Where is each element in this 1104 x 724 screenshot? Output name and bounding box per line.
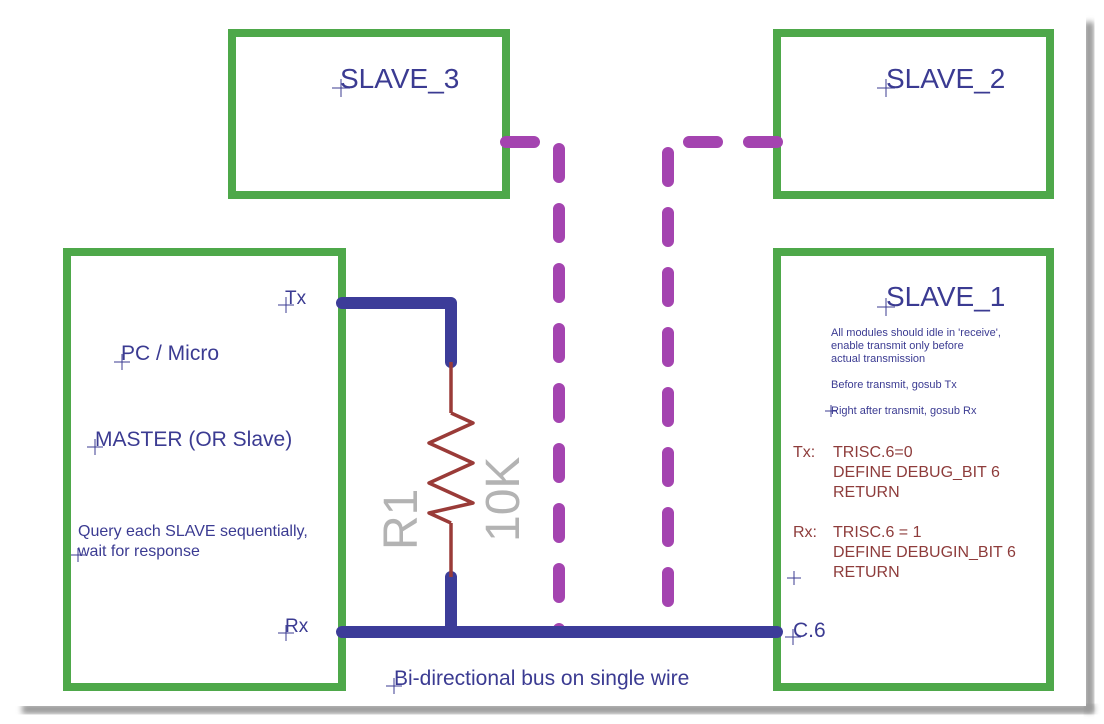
slave2-box <box>773 29 1054 199</box>
crosshair-icon <box>71 548 85 562</box>
crosshair-icon <box>825 405 837 417</box>
rx-routine-line-2: DEFINE DEBUGIN_BIT 6 <box>833 544 1016 561</box>
page-shadow-right <box>1084 22 1094 712</box>
slave2-title: SLAVE_2 <box>886 63 1005 94</box>
slave1-code: Tx: TRISC.6=0 DEFINE DEBUG_BIT 6 RETURN … <box>793 444 1016 581</box>
slave1-note-line-2: enable transmit only before <box>831 340 964 352</box>
slave1-pin-label: C.6 <box>793 619 826 642</box>
crosshair-icon <box>278 297 294 313</box>
crosshair-icon <box>278 625 294 641</box>
resistor-r1 <box>427 362 475 577</box>
resistor-value: 10K <box>477 457 530 542</box>
master-title: PC / Micro <box>121 342 219 365</box>
crosshair-icon <box>785 629 801 645</box>
bus-caption: Bi-directional bus on single wire <box>394 667 689 690</box>
tx-pin-label: Tx <box>285 288 307 309</box>
slave1-box <box>773 248 1054 691</box>
slave1-note-line-3: actual transmission <box>831 353 925 365</box>
master-role: MASTER (OR Slave) <box>95 428 292 451</box>
crosshair-icon <box>114 354 130 370</box>
slave3-title: SLAVE_3 <box>340 63 459 94</box>
slave1-after-tx: Right after transmit, gosub Rx <box>831 405 977 417</box>
crosshair-icon <box>877 298 895 316</box>
tx-wire <box>336 297 457 368</box>
bus-wires <box>336 297 783 638</box>
tx-routine-line-2: DEFINE DEBUG_BIT 6 <box>833 464 1000 481</box>
master-box <box>63 248 346 691</box>
slave1-before-tx: Before transmit, gosub Tx <box>831 379 957 391</box>
crosshair-icon <box>787 571 801 585</box>
master-query-line-2: wait for response <box>77 543 200 560</box>
tx-routine-line-1: TRISC.6=0 <box>833 444 913 461</box>
master-query-line-1: Query each SLAVE sequentially, <box>78 523 308 540</box>
resistor-zigzag <box>427 411 475 525</box>
slave1-note-line-1: All modules should idle in 'receive', <box>831 327 1001 339</box>
origin-markers <box>71 79 895 694</box>
page-shadow-bottom <box>22 704 1094 714</box>
slave3-link <box>500 136 565 638</box>
crosshair-icon <box>332 79 350 97</box>
slave2-link <box>662 136 783 638</box>
module-boxes <box>63 29 1054 691</box>
rx-pin-label: Rx <box>285 616 309 637</box>
bus-labels: C.6 Bi-directional bus on single wire <box>394 619 826 690</box>
tx-routine-line-3: RETURN <box>833 484 900 501</box>
slave1-title: SLAVE_1 <box>886 281 1005 312</box>
tx-routine-label: Tx: <box>793 444 815 461</box>
rx-routine-label: Rx: <box>793 524 817 541</box>
master-labels: Tx Rx PC / Micro MASTER (OR Slave) Query… <box>77 288 309 637</box>
page-shadow <box>0 0 1094 714</box>
resistor-labels: R1 10K <box>375 457 530 550</box>
crosshair-icon <box>87 439 103 455</box>
rx-routine-line-3: RETURN <box>833 564 900 581</box>
resistor-name: R1 <box>375 489 428 550</box>
rx-routine-line-1: TRISC.6 = 1 <box>833 524 922 541</box>
module-titles: SLAVE_3 SLAVE_2 SLAVE_1 <box>340 63 1005 312</box>
slave1-notes: All modules should idle in 'receive', en… <box>831 327 1001 417</box>
page-sheet <box>0 0 1086 706</box>
dashed-links <box>500 136 783 638</box>
slave3-box <box>228 29 510 199</box>
crosshair-icon <box>386 678 402 694</box>
crosshair-icon <box>877 79 895 97</box>
